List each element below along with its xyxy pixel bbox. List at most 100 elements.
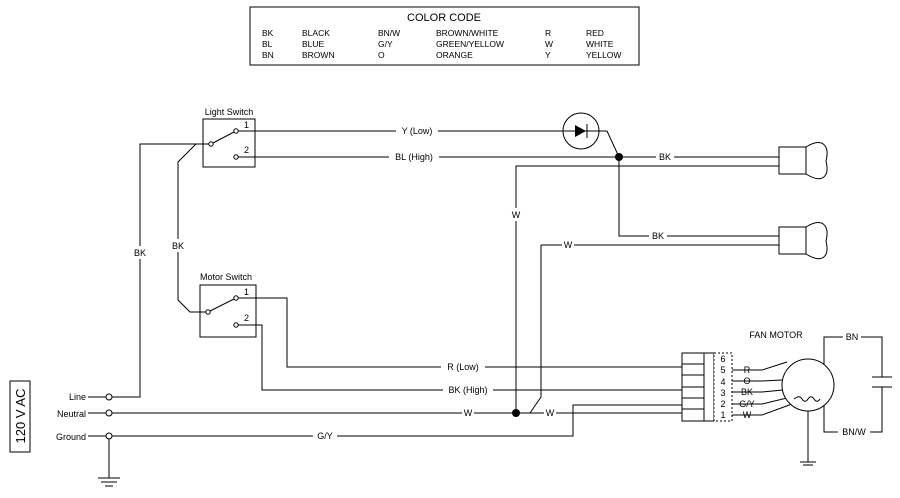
label-bg [443, 383, 493, 396]
wire-label-bn: BN [846, 332, 859, 342]
label-bg [838, 426, 870, 438]
wire-label-bk-line: BK [134, 248, 146, 258]
light-switch-terminal-2 [233, 154, 239, 160]
lamp-top [778, 142, 828, 179]
neutral-label: Neutral [57, 409, 86, 419]
motor-switch-terminal-2-label: 2 [244, 313, 249, 323]
color-code-table: COLOR CODE BK BLACK BL BLUE BN BROWN BN/… [249, 6, 640, 66]
wire-label-gy-ground: G/Y [317, 431, 333, 441]
motor-lead-label-r: R [744, 365, 751, 375]
wire-w-lamp-top [515, 165, 779, 413]
light-switch-common-terminal [208, 141, 214, 147]
junction-lamp [615, 153, 623, 161]
wire-label-y-low: Y (Low) [402, 126, 433, 136]
color-code-name: ORANGE [436, 50, 473, 60]
light-switch-terminal-1-label: 1 [244, 120, 249, 130]
color-code-abbr: BN [262, 50, 274, 60]
lead-bk [732, 389, 784, 393]
lamp-bottom [778, 222, 828, 259]
color-code-abbr: G/Y [378, 39, 393, 49]
motor-connector: 6 5 4 3 2 1 [681, 352, 733, 422]
wire-gy-ground [112, 404, 682, 437]
light-switch-terminal-1 [233, 128, 239, 134]
light-switch: Light Switch 1 2 [202, 107, 256, 168]
lead-gy [732, 397, 788, 405]
label-bg [544, 406, 556, 419]
wire-label-w-lamp: W [564, 240, 573, 250]
lead-w [732, 403, 793, 416]
motor-lead-label-gy: G/Y [739, 399, 755, 409]
motor-lead-label-bk: BK [741, 387, 753, 397]
label-bg [649, 229, 667, 242]
color-code-abbr: BN/W [378, 28, 400, 38]
connector-pin-block [713, 352, 733, 422]
lamp-socket [778, 146, 807, 175]
connector-collar [703, 352, 715, 422]
motor-switch-common-terminal [205, 309, 211, 315]
wire-label-bk-lamp-bottom: BK [652, 231, 664, 241]
wire-bk-lamp-bottom [618, 157, 779, 237]
color-code-abbr: W [545, 39, 553, 49]
fan-motor-label: FAN MOTOR [749, 330, 803, 340]
motor-switch-terminal-1 [233, 295, 239, 301]
label-bg [510, 208, 522, 221]
color-code-name: BLUE [302, 39, 325, 49]
motor-winding-icon [793, 396, 821, 402]
color-code-name: GREEN/YELLOW [436, 39, 504, 49]
wire-label-bn-w: BN/W [842, 427, 866, 437]
light-switch-contact [212, 131, 235, 144]
color-code-abbr: BL [262, 39, 273, 49]
wire-label-w-neutral: W [464, 408, 473, 418]
color-code-name: BROWN/WHITE [436, 28, 499, 38]
light-switch-terminal-2-label: 2 [244, 145, 249, 155]
motor-lead-label-o: O [743, 376, 750, 386]
color-code-name: BROWN [302, 50, 335, 60]
wire-bk-line [112, 143, 209, 398]
motor-leads [732, 361, 793, 416]
label-bg [131, 246, 149, 259]
light-switch-label: Light Switch [205, 107, 254, 117]
color-code-abbr: O [378, 50, 385, 60]
wire-bk-switch-link [177, 143, 206, 313]
diode [562, 112, 600, 150]
lamp-bulb-icon [805, 142, 828, 179]
color-code-title: COLOR CODE [407, 12, 481, 24]
lead-o [732, 379, 783, 382]
wire-labels: Y (Low) BL (High) BK BK W W BK BK R (Low… [131, 124, 870, 442]
connector-pin-label: 5 [720, 365, 725, 375]
color-code-frame [249, 6, 640, 66]
motor-switch: Motor Switch 1 2 [199, 272, 257, 338]
connector-pin-label: 6 [720, 354, 725, 364]
supply-label: 120 V AC [13, 389, 28, 444]
ground-label: Ground [56, 432, 86, 442]
power-supply: 120 V AC Line Neutral Ground [9, 380, 120, 487]
wire-label-bl-high: BL (High) [395, 152, 433, 162]
lead-r [732, 361, 788, 371]
motor-switch-contact [209, 298, 235, 312]
label-bg [389, 150, 439, 163]
fan-motor-icon [781, 358, 835, 412]
motor-switch-label: Motor Switch [200, 272, 252, 282]
supply-box [9, 380, 31, 453]
label-bg [396, 124, 438, 137]
wire-label-r-low: R (Low) [447, 362, 479, 372]
ground-terminal [105, 432, 113, 440]
wire-r-low [238, 297, 682, 368]
label-bg [169, 239, 187, 252]
wire-label-bk-high: BK (High) [448, 385, 487, 395]
label-bg [313, 429, 337, 442]
color-code-name: WHITE [586, 39, 614, 49]
junction-neutral [512, 409, 520, 417]
wire-label-bk-switch-link: BK [172, 241, 184, 251]
wire-w-lamp-bottom-drop [529, 245, 542, 414]
color-code-abbr: R [545, 28, 551, 38]
motor-lead-label-w: W [743, 410, 752, 420]
label-bg [462, 406, 474, 419]
fan-motor: FAN MOTOR [749, 330, 892, 466]
motor-switch-terminal-1-label: 1 [244, 287, 249, 297]
wire-bk-high [238, 324, 682, 391]
wire-label-bk-lamp-top: BK [659, 152, 671, 162]
motor-switch-terminal-2 [233, 322, 239, 328]
line-label: Line [69, 392, 86, 402]
